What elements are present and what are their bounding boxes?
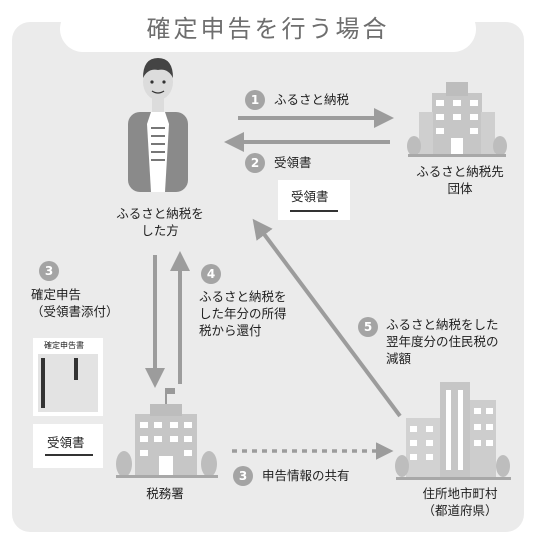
step1-label: ふるさと納税	[274, 92, 350, 107]
city-buildings-icon	[395, 382, 511, 480]
receipt-underline	[45, 454, 93, 456]
share-label: 申告情報の共有	[262, 468, 350, 483]
receipt-card	[278, 180, 350, 220]
tax-office-building-icon	[116, 388, 218, 478]
step4-label: ふるさと納税を した年分の所得 税から還付	[199, 289, 287, 338]
person-label: ふるさと納税を した方	[116, 206, 204, 238]
step5-label: ふるさと納税をした 翌年度分の住民税の 減額	[386, 317, 499, 366]
person-icon	[128, 58, 188, 192]
form-bar	[41, 358, 45, 408]
residence-label: 住所地市町村 （都道府県）	[422, 486, 498, 518]
arrow-step5	[252, 218, 402, 418]
tax-return-form-body	[38, 354, 98, 412]
step3-label: 確定申告 （受領書添付）	[31, 287, 119, 319]
form-bar	[74, 358, 78, 380]
diagram-title: 確定申告を行う場合	[60, 6, 476, 52]
step-badge: 2	[245, 153, 265, 173]
step-badge: 3	[233, 466, 253, 486]
step-badge: 1	[245, 90, 265, 110]
step-badge: 5	[358, 317, 378, 337]
receipt-underline	[290, 210, 338, 212]
municipality-building-icon	[407, 82, 507, 157]
municipality-label: ふるさと納税先 団体	[416, 164, 504, 196]
step-badge: 3	[39, 261, 59, 281]
receipt-card-label: 受領書	[47, 435, 85, 450]
receipt-card-label: 受領書	[291, 189, 329, 204]
step2-label: 受領書	[274, 155, 312, 170]
receipt-card	[33, 424, 103, 468]
step-badge: 4	[201, 264, 221, 284]
tax-return-form-title: 確定申告書	[44, 341, 84, 350]
tax-office-label: 税務署	[146, 486, 184, 501]
